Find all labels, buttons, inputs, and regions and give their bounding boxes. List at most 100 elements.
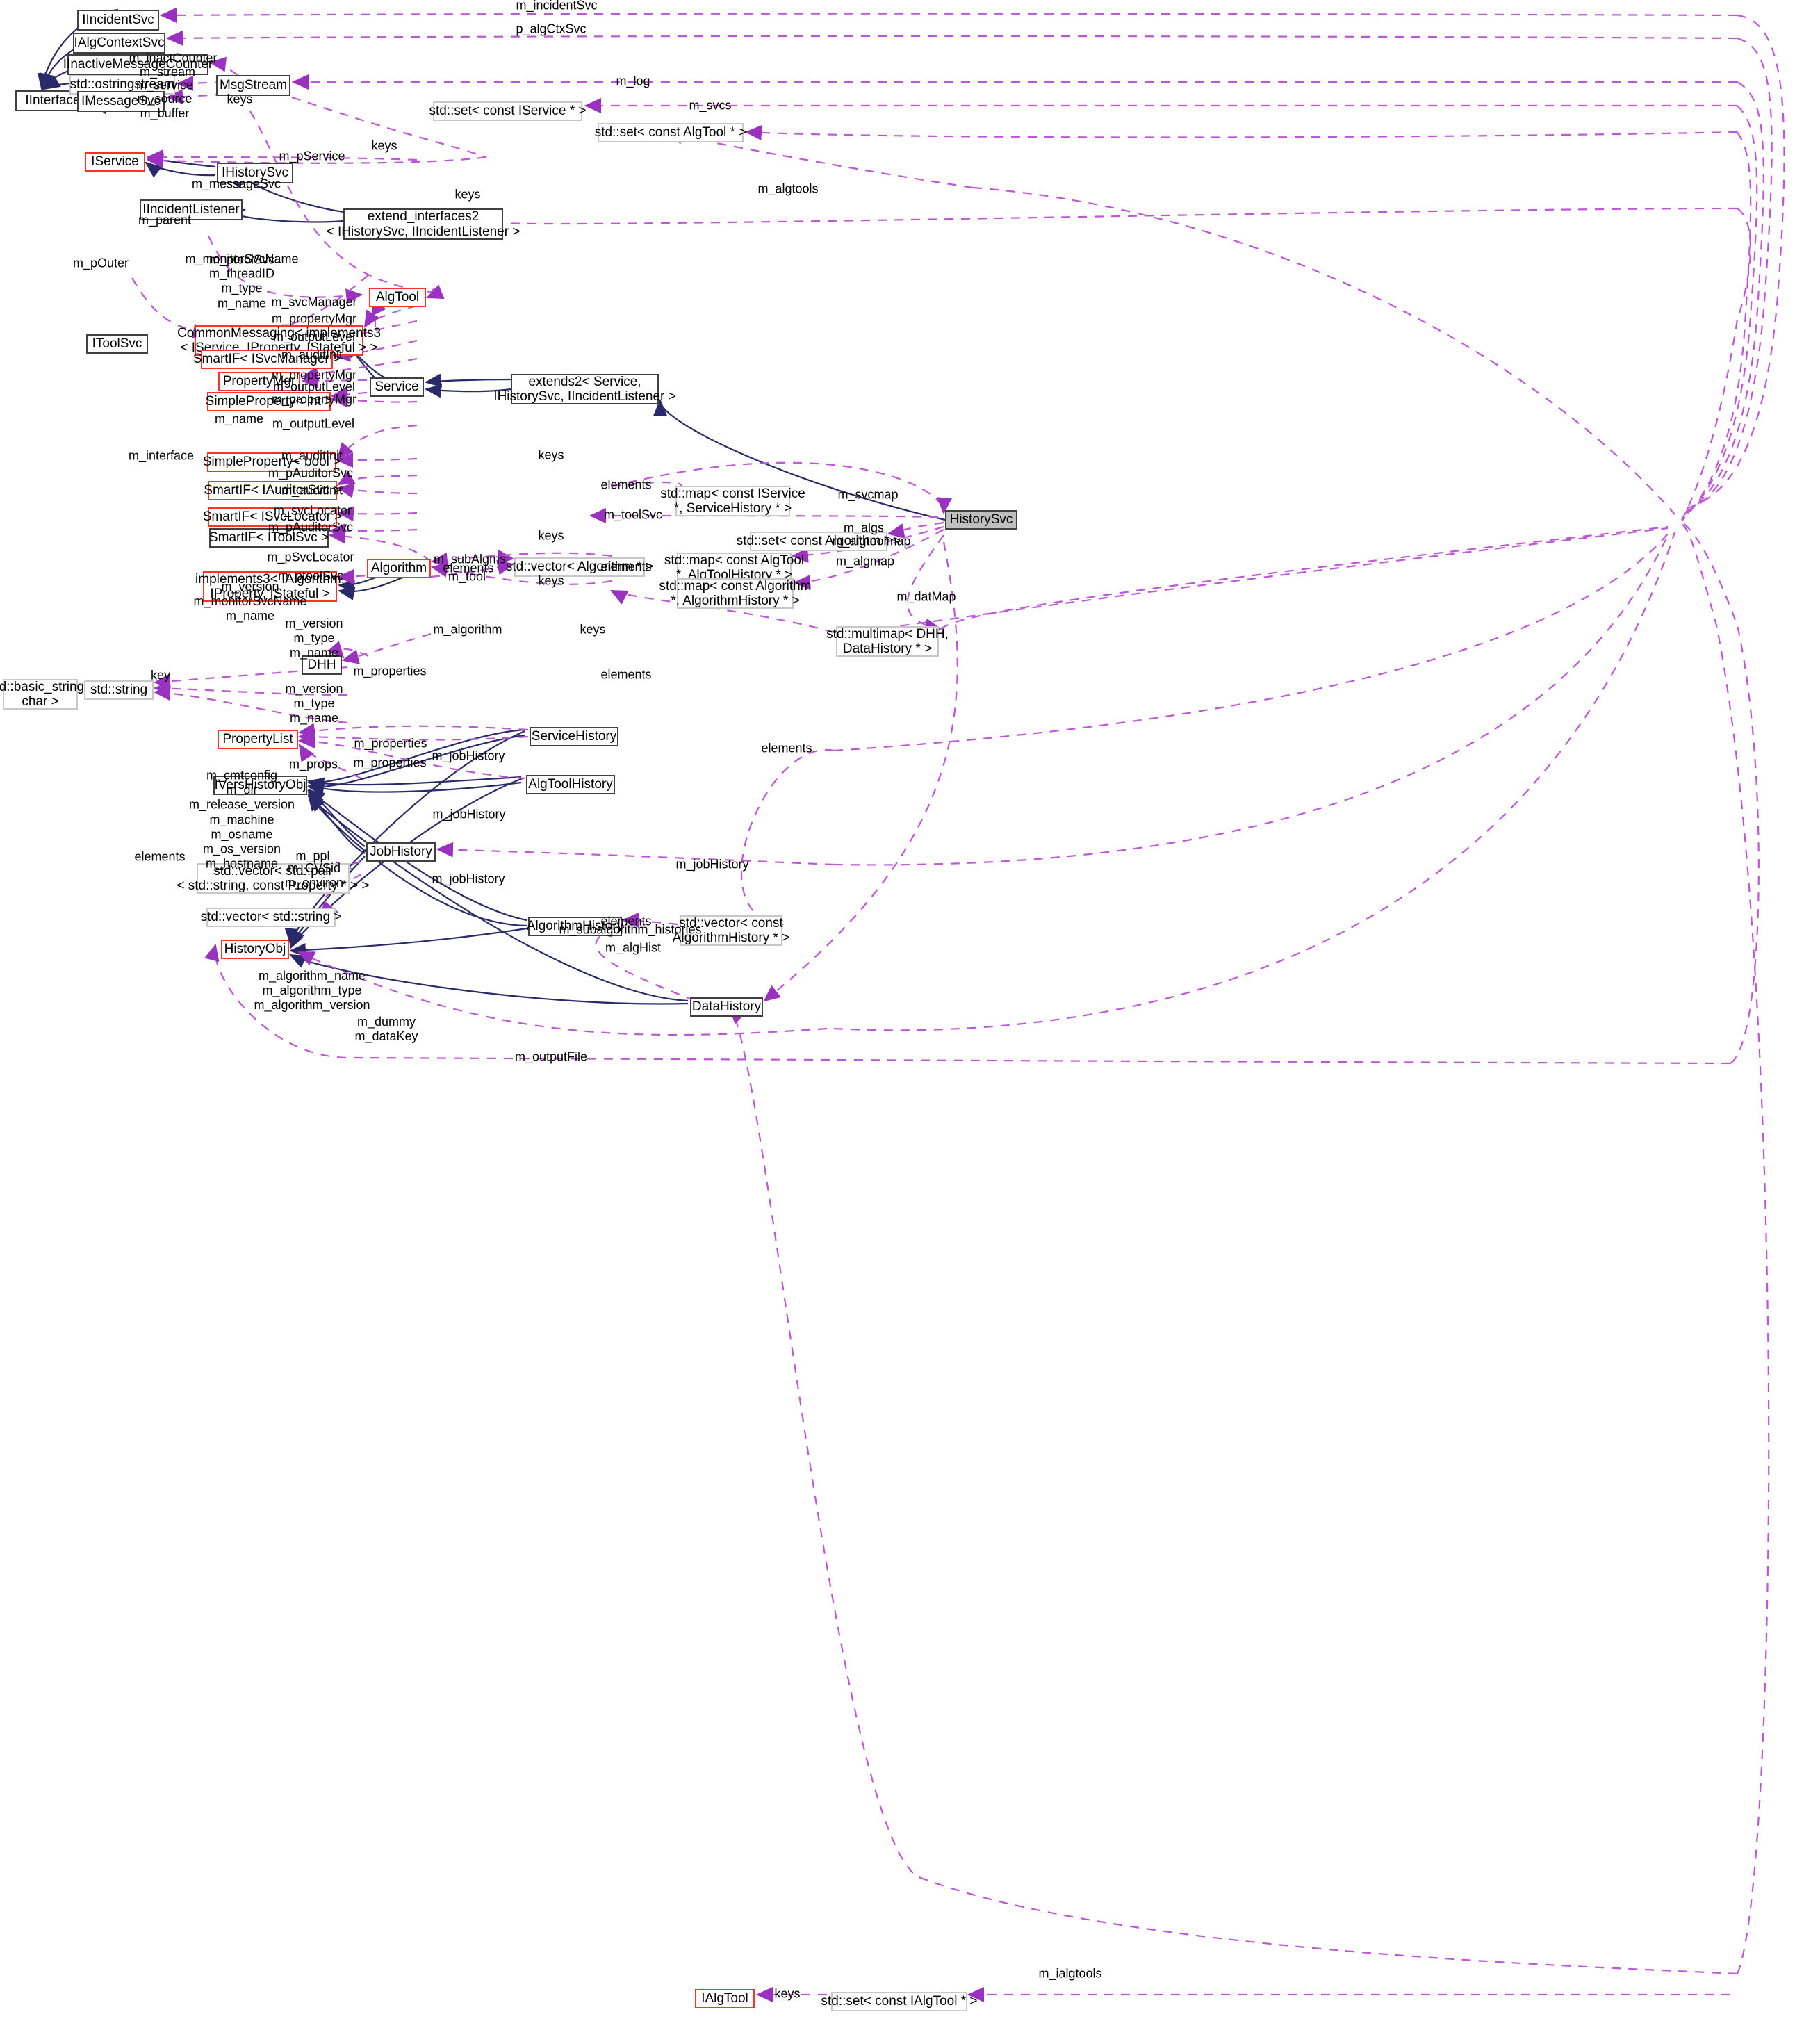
edge-label: m_cmtconfig m_dir m_release_version m_ma… bbox=[188, 768, 295, 872]
edge-label: m_source m_buffer bbox=[137, 91, 192, 120]
class-node-implements3c[interactable]: implements3< IAlgorithm, IProperty, ISta… bbox=[195, 571, 345, 602]
edge-label: keys bbox=[454, 187, 481, 202]
class-node-SmartIFIAuditorSvc[interactable]: SmartIF< IAuditorSvc > bbox=[204, 481, 341, 500]
edge-label: m_jobHistory bbox=[432, 748, 505, 763]
class-node-IIncidentSvc[interactable]: IIncidentSvc bbox=[77, 10, 159, 31]
class-node-PropertyList[interactable]: PropertyList bbox=[218, 730, 298, 749]
edge-label: m_CVSid m_environ bbox=[284, 860, 344, 890]
edge-label: m_datMap bbox=[896, 589, 956, 604]
class-node-setAlgTool[interactable]: std::set< const AlgTool * > bbox=[595, 123, 746, 142]
edge-label: m_svcManager bbox=[271, 295, 357, 309]
edge-label: m_service bbox=[136, 78, 194, 92]
edge-label: keys bbox=[538, 448, 564, 462]
edge-label: m_auditInit bbox=[281, 483, 343, 498]
edge-label: m_ptoolSvc bbox=[277, 568, 344, 583]
edge-label: m_properties bbox=[353, 664, 427, 678]
class-node-SmartIFIToolSvc[interactable]: SmartIF< IToolSvc > bbox=[209, 528, 329, 548]
edge-label: m_pAuditorSvc bbox=[268, 520, 354, 534]
edge-label: m_jobHistory bbox=[432, 872, 505, 886]
class-node-AlgToolHistory[interactable]: AlgToolHistory bbox=[526, 775, 615, 794]
edge-label: m_jobHistory bbox=[432, 807, 506, 821]
class-node-DataHistory[interactable]: DataHistory bbox=[690, 997, 763, 1017]
edge-label: elements bbox=[134, 849, 186, 864]
class-node-HistoryObj[interactable]: HistoryObj bbox=[221, 940, 289, 959]
edge-label: m_algorithm bbox=[433, 622, 502, 637]
edge-label: key bbox=[150, 668, 171, 682]
class-node-IService[interactable]: IService bbox=[85, 152, 145, 172]
edge-label: m_parent bbox=[138, 213, 192, 227]
class-node-SimplePropertyBool[interactable]: SimpleProperty< bool > bbox=[203, 452, 341, 472]
class-node-IToolSvc[interactable]: IToolSvc bbox=[86, 334, 148, 354]
edge-label: m_properties bbox=[354, 736, 427, 751]
edge-label: keys bbox=[538, 528, 564, 543]
class-node-PropertyMgr[interactable]: PropertyMgr bbox=[218, 372, 300, 391]
class-node-Service[interactable]: Service bbox=[370, 377, 424, 397]
edge-label: m_pOuter bbox=[72, 256, 129, 270]
edge-label: elements bbox=[600, 559, 652, 574]
edge-label: m_propertyMgr bbox=[271, 311, 357, 326]
edge-label: m_toolSvc bbox=[603, 507, 663, 522]
edge-label: m_propertyMgr bbox=[271, 392, 357, 407]
class-node-mapAlgorithmAlgorithmHistory[interactable]: std::map< const Algorithm *, AlgorithmHi… bbox=[659, 578, 812, 609]
class-node-HistorySvc[interactable]: HistorySvc bbox=[945, 510, 1017, 530]
edge-label: m_outputFile bbox=[514, 1049, 588, 1064]
edge-label: m_ialgtools bbox=[1038, 1966, 1102, 1981]
edge-label: m_messageSvc bbox=[191, 177, 281, 191]
edge-label: m_interface bbox=[128, 448, 195, 463]
edge-label: m_pService bbox=[279, 149, 345, 163]
edge-label: m_version m_type m_name bbox=[285, 616, 343, 660]
edge-label: m_svcs bbox=[689, 98, 732, 113]
edge-label: m_algorithm_name m_algorithm_type m_algo… bbox=[254, 969, 370, 1013]
edge-label: keys bbox=[774, 1986, 801, 2001]
class-node-extends2c[interactable]: extends2< Service, IHistorySvc, IInciden… bbox=[493, 374, 676, 404]
edge-label: m_auditInit bbox=[281, 448, 343, 463]
class-node-SmartIFISvcLocator[interactable]: SmartIF< ISvcLocator > bbox=[203, 507, 342, 527]
class-node-Algorithm[interactable]: Algorithm bbox=[367, 559, 431, 578]
edge-label: m_algmap bbox=[835, 554, 895, 568]
edge-label: m_tool bbox=[448, 569, 486, 584]
edge-label: m_algHist bbox=[605, 940, 662, 955]
edge-label: m_version m_type m_name bbox=[285, 682, 343, 726]
edge-label: m_properties bbox=[353, 755, 427, 770]
edge-label: m_algtools bbox=[757, 181, 819, 196]
edge-label: elements bbox=[600, 477, 652, 492]
edge-label: m_props bbox=[288, 757, 338, 771]
edge-label: m_outputLevel bbox=[272, 416, 355, 431]
class-node-JobHistory[interactable]: JobHistory bbox=[366, 842, 436, 862]
edge-label: m_dummy m_dataKey bbox=[354, 1014, 418, 1043]
class-node-setIService[interactable]: std::set< const IService * > bbox=[429, 101, 587, 121]
edge-label: m_jobHistory bbox=[675, 857, 749, 872]
edge-label: p_algCtxSvc bbox=[516, 22, 587, 36]
edge-label: m_svcmap bbox=[837, 487, 899, 502]
class-node-AlgTool[interactable]: AlgTool bbox=[369, 288, 426, 307]
edge-label: m_outputLevel bbox=[272, 329, 356, 344]
edge-label: m_algtoolmap bbox=[832, 534, 911, 548]
edge-label: m_svcLocator bbox=[273, 503, 352, 518]
edge-label: keys bbox=[227, 92, 253, 106]
class-node-basic_string[interactable]: std::basic_string< char > bbox=[0, 679, 92, 710]
edge-label: m_pAuditorSvc bbox=[268, 466, 354, 480]
edge-label: m_pSvcLocator bbox=[267, 550, 354, 564]
edge-label: m_incidentSvc bbox=[516, 0, 598, 13]
edge-label: m_subalgorithm_histories bbox=[559, 922, 702, 937]
class-node-vectorString[interactable]: std::vector< std::string > bbox=[201, 908, 341, 927]
edge-label: m_log bbox=[616, 74, 650, 88]
edge-label: elements bbox=[761, 741, 812, 755]
edge-label: m_inactCounter bbox=[129, 51, 218, 65]
edge-label: m_auditInit bbox=[281, 347, 343, 362]
class-node-string[interactable]: std::string bbox=[84, 680, 154, 700]
edge-label: m_version m_monitorSvcName m_name bbox=[193, 580, 307, 623]
class-node-extend_interfaces2[interactable]: extend_interfaces2 < IHistorySvc, IIncid… bbox=[326, 208, 520, 240]
class-node-IAlgTool[interactable]: IAlgTool bbox=[695, 1989, 755, 2008]
class-node-setIAlgTool[interactable]: std::set< const IAlgTool * > bbox=[821, 1992, 977, 2011]
edge-label: elements bbox=[600, 667, 652, 682]
edge-label: keys bbox=[580, 622, 606, 637]
edge-label: m_stream bbox=[139, 65, 196, 79]
edge-label: keys bbox=[538, 573, 564, 588]
class-node-ServiceHistory[interactable]: ServiceHistory bbox=[530, 727, 618, 746]
class-node-SimplePropertyInt[interactable]: SimpleProperty< int > bbox=[206, 392, 332, 411]
class-node-mapIServiceServiceHistory[interactable]: std::map< const IService *, ServiceHisto… bbox=[660, 486, 805, 516]
edge-label: m_name bbox=[214, 411, 264, 426]
class-node-multimapDHH[interactable]: std::multimap< DHH, DataHistory * > bbox=[826, 626, 949, 657]
